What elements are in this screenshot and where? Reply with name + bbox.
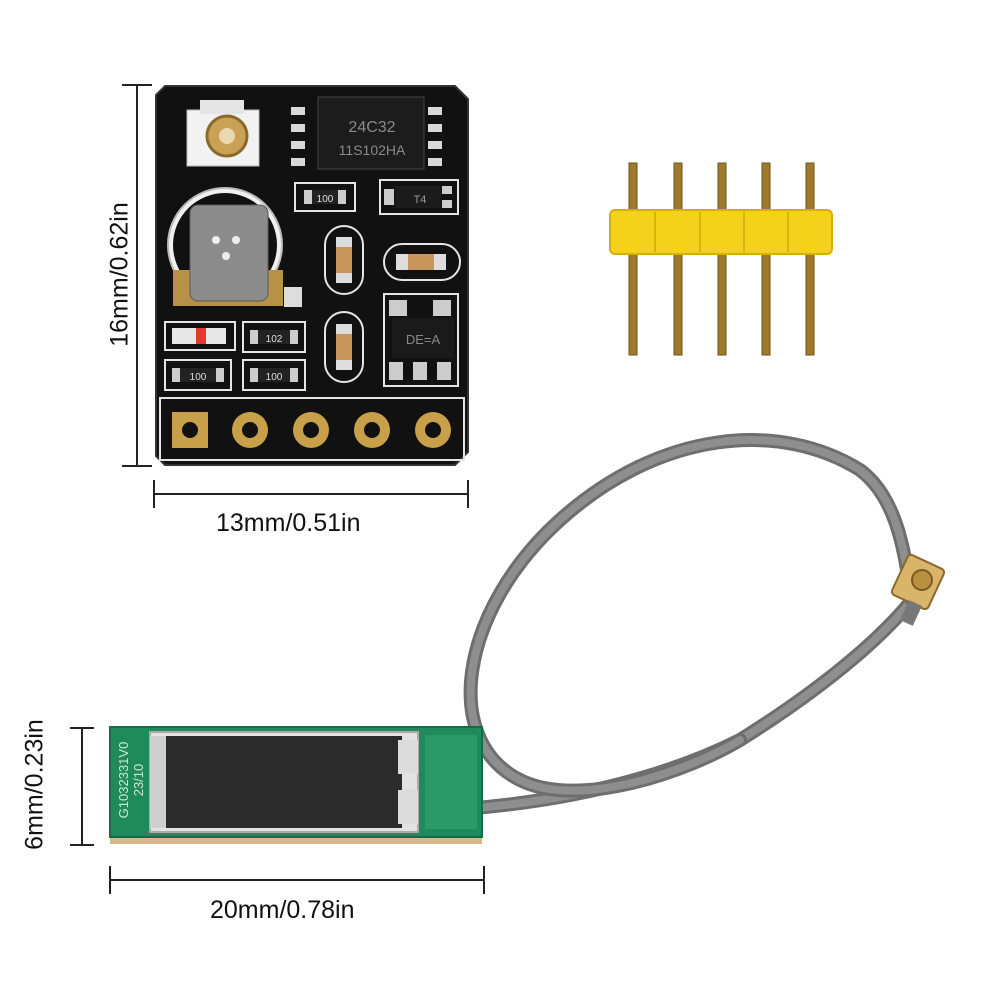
capacitor-c2 <box>324 311 364 383</box>
board-width-label: 13mm/0.51in <box>216 509 361 537</box>
resistor-r2-label: 102 <box>266 334 283 345</box>
resistor-r1-label: 100 <box>317 194 334 205</box>
transistor-t4: T4 <box>379 179 459 215</box>
capacitor-c3 <box>383 243 461 281</box>
antenna-marking-2: 23/10 <box>131 764 146 797</box>
solder-pad-row <box>159 397 465 461</box>
ufl-plug <box>890 553 946 626</box>
resistor-r1: 100 <box>294 182 356 212</box>
resistor-r3: 100 <box>164 359 232 391</box>
board-width-dimension-line <box>153 480 469 508</box>
resistor-r4: 100 <box>242 359 306 391</box>
eeprom-marking-1: 24C32 <box>348 119 395 136</box>
antenna-height-label: 6mm/0.23in <box>20 719 49 850</box>
resistor-r3-label: 100 <box>190 372 207 383</box>
pin-header <box>609 162 833 356</box>
resistor-r2: 102 <box>242 321 306 353</box>
board-height-dimension-line <box>122 84 152 467</box>
antenna-cable <box>405 433 919 819</box>
voltage-regulator: DE=A <box>383 293 459 387</box>
receiver-pcb: 24C32 11S102HA 100 T4 <box>155 85 469 466</box>
eeprom-chip: 24C32 11S102HA <box>291 96 442 170</box>
capacitor-c1 <box>324 225 364 295</box>
antenna-marking-1: G1032331V0 <box>116 742 131 819</box>
antenna-width-label: 20mm/0.78in <box>210 896 355 924</box>
resistor-r4-label: 100 <box>266 372 283 383</box>
eeprom-marking-2: 11S102HA <box>339 142 406 158</box>
vibration-motor <box>167 187 302 307</box>
antenna-pcb: G1032331V0 23/10 <box>109 726 483 844</box>
antenna-height-dimension-line <box>70 727 94 846</box>
antenna-marking: G1032331V0 23/10 <box>116 742 146 819</box>
transistor-label: T4 <box>414 194 427 206</box>
ufl-connector <box>186 100 260 167</box>
status-led <box>164 321 236 351</box>
regulator-label: DE=A <box>406 332 441 347</box>
board-height-label: 16mm/0.62in <box>105 202 134 347</box>
antenna-width-dimension-line <box>109 866 485 894</box>
